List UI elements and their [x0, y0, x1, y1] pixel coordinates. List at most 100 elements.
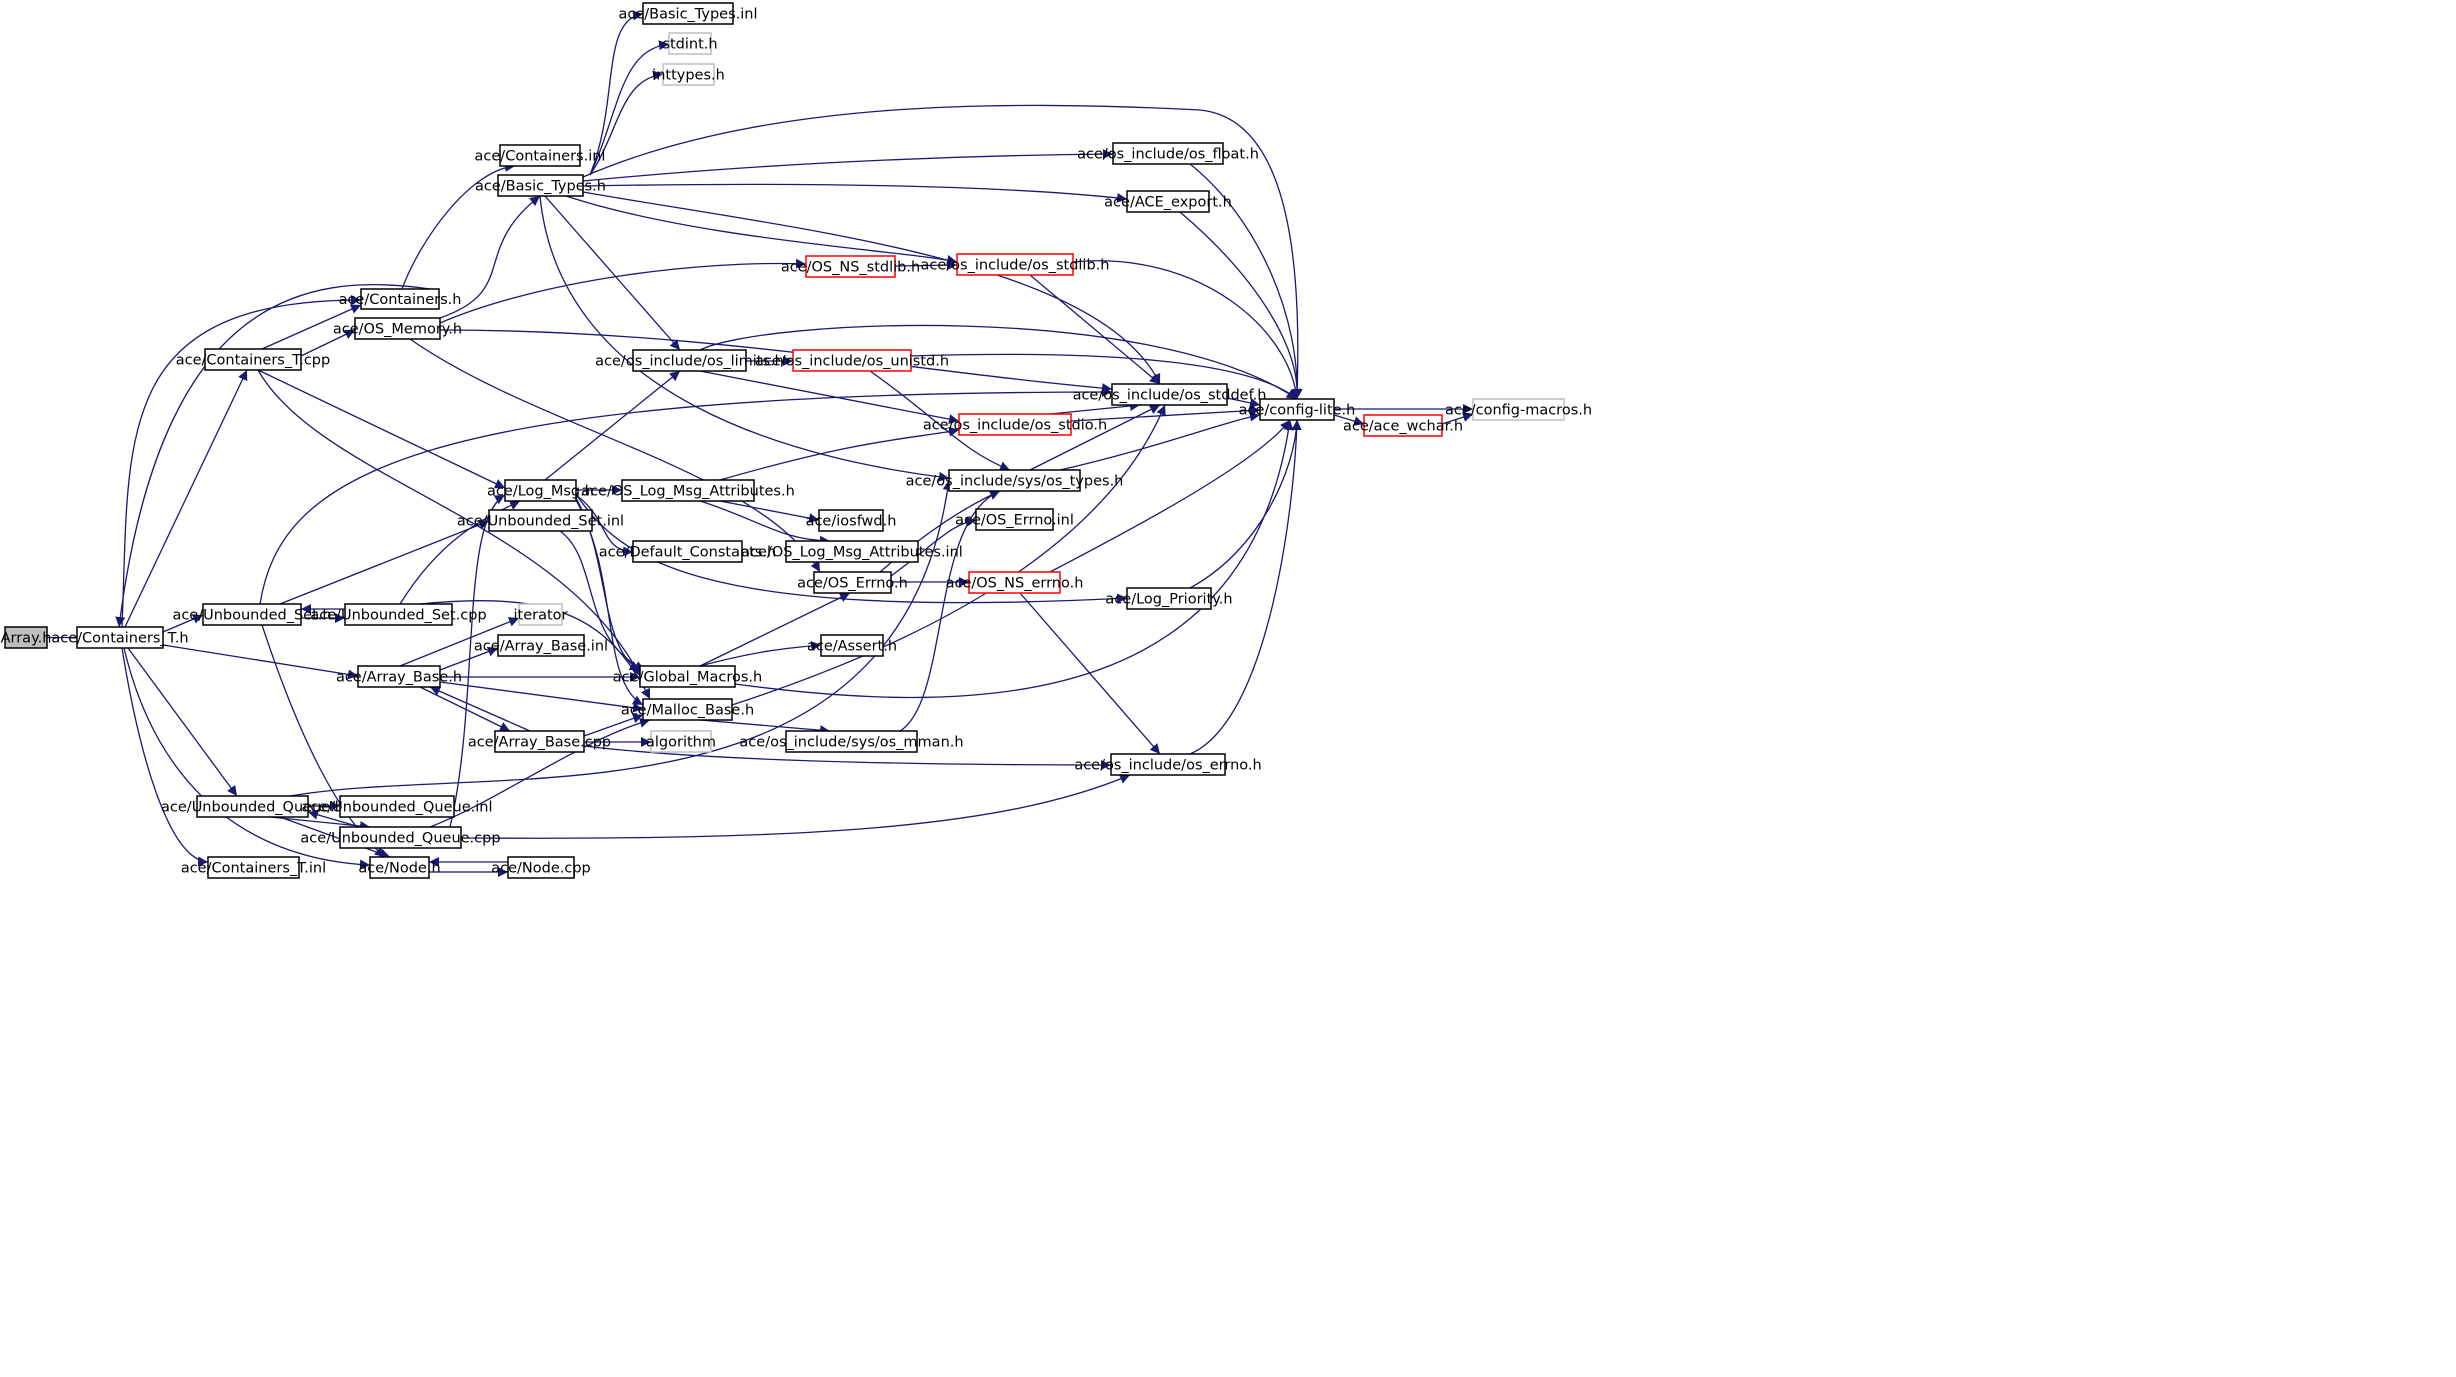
edge-containers-t-h-to-unbounded-set-h: [162, 614, 204, 633]
edge-containers-t-h-to-containers-t-cpp: [124, 369, 248, 628]
node-containers-inl[interactable]: ace/Containers.inl: [475, 144, 606, 167]
node-box: [494, 730, 585, 753]
node-iosfwd-h[interactable]: ace/iosfwd.h: [806, 509, 897, 532]
node-box: [668, 32, 712, 55]
node-box: [344, 603, 453, 626]
edge-basic-types-h-to-inttypes-h: [589, 70, 664, 176]
node-ace-export-h[interactable]: ace/ACE_export.h: [1104, 190, 1232, 213]
edge-unbounded-queue-cpp-to-malloc-base-h: [429, 717, 651, 828]
node-os-errno-h[interactable]: ace/OS_Errno.h: [797, 571, 908, 594]
node-unbounded-queue-inl[interactable]: ace/Unbounded_Queue.inl: [302, 795, 493, 818]
node-label: ace/Unbounded_Queue.h: [161, 800, 344, 816]
node-box: [813, 571, 892, 594]
node-label: ace/os_include/os_limits.h: [595, 354, 784, 370]
node-os-log-msg-attributes-h[interactable]: ace/OS_Log_Msg_Attributes.h: [581, 479, 795, 502]
node-box: [202, 603, 302, 626]
node-os-ns-errno-h[interactable]: ace/OS_NS_errno.h: [946, 571, 1084, 594]
node-containers-h[interactable]: ace/Containers.h: [339, 288, 462, 310]
edge-os-float-h-to-config-lite-h: [1189, 163, 1303, 400]
node-os-ns-stdlib-h[interactable]: ace/OS_NS_stdlib.h: [781, 255, 920, 278]
node-os-errno-inl[interactable]: ace/OS_Errno.inl: [955, 508, 1074, 531]
node-os-mman-h[interactable]: ace/os_include/sys/os_mman.h: [739, 730, 964, 753]
edge-os-types-h-to-config-lite-h: [1059, 411, 1261, 471]
node-node-h[interactable]: ace/Node.h: [358, 856, 441, 879]
node-os-stddef-h[interactable]: ace/os_include/os_stddef.h: [1073, 383, 1267, 406]
node-unbounded-queue-h[interactable]: ace/Unbounded_Queue.h: [161, 795, 344, 818]
node-global-macros-h[interactable]: ace/Global_Macros.h: [613, 665, 762, 688]
node-box: [196, 795, 309, 818]
edge-basic-types-h-to-basic-types-inl: [589, 10, 644, 176]
node-box: [507, 856, 575, 879]
node-os-stdio-h[interactable]: ace/os_include/os_stdio.h: [923, 413, 1107, 436]
node-box: [621, 479, 755, 502]
node-stdint-h: stdint.h: [662, 32, 718, 55]
node-label: ace/os_include/os_stdio.h: [923, 418, 1107, 434]
node-os-stdlib-h[interactable]: ace/os_include/os_stdlib.h: [921, 253, 1110, 276]
edge-array-base-h-to-malloc-base-h: [439, 681, 644, 713]
node-array-h[interactable]: Array.h: [1, 626, 52, 649]
node-box: [360, 288, 440, 310]
node-os-memory-h[interactable]: ace/OS_Memory.h: [333, 317, 462, 340]
edge-basic-types-h-to-ace-export-h: [582, 183, 1128, 203]
edge-containers-t-h-to-unbounded-queue-h: [127, 647, 238, 797]
node-label: ace/os_include/os_errno.h: [1074, 758, 1261, 774]
edge-unbounded-queue-cpp-to-os-include-errno-h: [460, 774, 1131, 839]
node-basic-types-h[interactable]: ace/Basic_Types.h: [475, 174, 606, 197]
node-containers-t-inl[interactable]: ace/Containers_T.inl: [181, 856, 326, 879]
node-containers-t-cpp[interactable]: ace/Containers_T.cpp: [176, 348, 330, 371]
node-config-lite-h[interactable]: ace/config-lite.h: [1239, 398, 1356, 421]
edge-containers-h-to-containers-t-h: [115, 284, 431, 628]
node-default-constants-h[interactable]: ace/Default_Constants.h: [599, 540, 776, 563]
node-os-unistd-h[interactable]: ace/os_include/os_unistd.h: [755, 349, 949, 372]
node-box: [369, 856, 430, 879]
node-basic-types-inl[interactable]: ace/Basic_Types.inl: [618, 2, 758, 25]
node-label: ace/Global_Macros.h: [613, 670, 762, 686]
node-log-priority-h[interactable]: ace/Log_Priority.h: [1105, 587, 1233, 610]
edge-log-msg-h-to-os-limits-h: [544, 370, 681, 481]
edge-basic-types-h-to-os-types-h: [539, 195, 950, 482]
node-box: [1111, 383, 1228, 406]
node-log-msg-h[interactable]: ace/Log_Msg.h: [487, 479, 594, 502]
node-containers-t-h[interactable]: ace/Containers_T.h: [51, 626, 189, 649]
node-os-log-msg-attributes-inl[interactable]: ace/OS_Log_Msg_Attributes.inl: [741, 540, 963, 563]
node-box: [785, 540, 919, 563]
node-label: ace/Containers_T.inl: [181, 861, 326, 877]
node-unbounded-set-cpp[interactable]: ace/Unbounded_Set.cpp: [310, 603, 487, 626]
node-label: ace/Containers_T.cpp: [176, 353, 330, 369]
node-malloc-base-h[interactable]: ace/Malloc_Base.h: [621, 698, 754, 721]
node-label: iterator: [514, 608, 568, 624]
edge-basic-types-h-to-stdint-h: [589, 40, 670, 176]
node-os-types-h[interactable]: ace/os_include/sys/os_types.h: [906, 469, 1124, 492]
edge-array-base-cpp-to-array-base-h: [429, 686, 531, 732]
node-label: ace/Array_Base.cpp: [468, 735, 611, 751]
edge-array-base-cpp-to-malloc-base-h: [583, 713, 644, 737]
edge-containers-t-cpp-to-os-memory-h: [300, 329, 356, 357]
node-array-base-inl[interactable]: ace/Array_Base.inl: [474, 634, 608, 657]
node-assert-h[interactable]: ace/Assert.h: [807, 634, 897, 657]
edge-unbounded-set-h-to-os-stddef-h: [259, 387, 1113, 605]
node-array-base-h[interactable]: ace/Array_Base.h: [336, 665, 462, 688]
node-box: [1126, 190, 1210, 213]
node-label: ace/Unbounded_Set.cpp: [310, 608, 486, 624]
edge-basic-types-h-to-config-lite-h: [582, 104, 1303, 400]
node-ace-wchar-h[interactable]: ace/ace_wchar.h: [1343, 414, 1463, 437]
node-box: [632, 540, 743, 563]
node-os-limits-h[interactable]: ace/os_include/os_limits.h: [595, 349, 784, 372]
node-unbounded-set-h[interactable]: ace/Unbounded_Set.h: [172, 603, 332, 626]
node-unbounded-queue-cpp[interactable]: ace/Unbounded_Queue.cpp: [300, 826, 501, 849]
node-box: [497, 174, 584, 197]
edge-os-log-msg-attributes-h-to-os-stdio-h: [719, 426, 960, 481]
node-os-include-errno-h[interactable]: ace/os_include/os_errno.h: [1074, 753, 1262, 776]
node-box: [354, 317, 441, 340]
node-node-cpp[interactable]: ace/Node.cpp: [491, 856, 591, 879]
node-os-float-h[interactable]: ace/os_include/os_float.h: [1077, 142, 1259, 165]
edge-basic-types-h-to-os-stddef-h: [582, 191, 1161, 385]
node-array-base-cpp[interactable]: ace/Array_Base.cpp: [468, 730, 611, 753]
node-label: ace/Malloc_Base.h: [621, 703, 754, 719]
edge-malloc-base-h-to-os-mman-h: [699, 719, 831, 736]
node-unbounded-set-inl[interactable]: ace/Unbounded_Set.inl: [457, 509, 624, 532]
edge-containers-h-to-containers-inl: [401, 161, 516, 290]
node-label: ace/os_include/os_stddef.h: [1073, 388, 1267, 404]
